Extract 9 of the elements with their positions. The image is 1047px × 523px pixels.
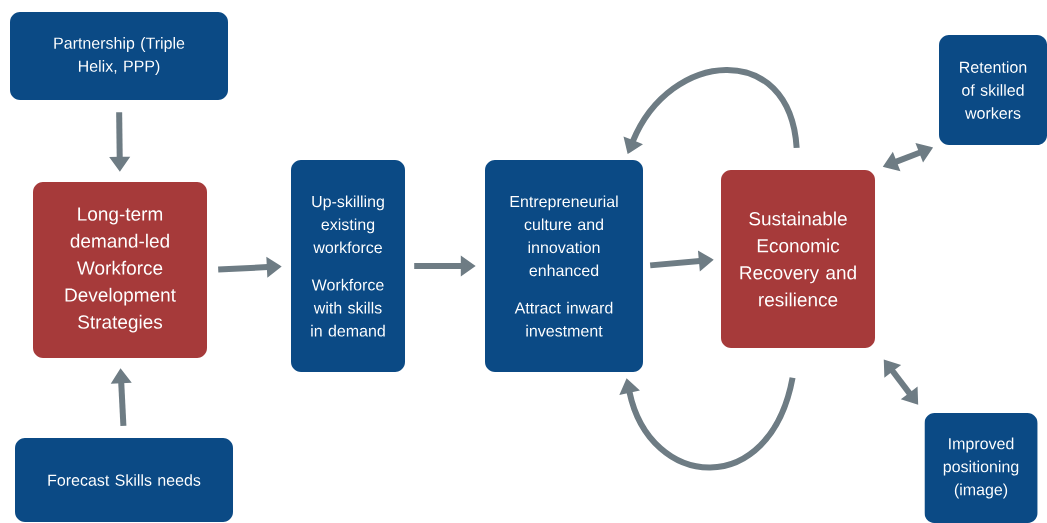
process-box: Forecast Skills needs xyxy=(15,438,233,522)
arrow xyxy=(619,376,796,471)
strategy-box: Sustainable Economic Recovery and resilience xyxy=(721,170,875,348)
process-box: Up-skilling existing workforce Workforce with skills in demand xyxy=(291,160,405,372)
process-box: Entrepreneurial culture and innovation enhanced Attract inward investment xyxy=(485,160,643,372)
process-box: Retention of skilled workers xyxy=(939,35,1047,145)
strategy-box: Long-term demand-led Workforce Development Strategies xyxy=(33,182,207,358)
process-box: Improved positioning (image) xyxy=(924,413,1038,523)
process-box: Partnership (Triple Helix, PPP) xyxy=(10,12,228,100)
